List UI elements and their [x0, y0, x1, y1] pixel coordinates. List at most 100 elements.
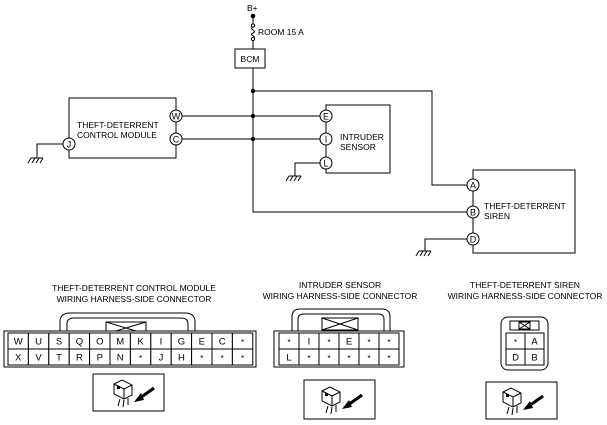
svg-text:D: D [512, 353, 519, 364]
svg-text:*: * [387, 354, 390, 363]
svg-text:*: * [514, 338, 517, 347]
pin-cell-u: U [27, 332, 50, 350]
pin-cell-v: V [27, 348, 50, 366]
connector-view-icon [113, 379, 155, 408]
pin-cell-j: J [150, 348, 172, 366]
pin-cell-r: R [68, 348, 91, 366]
svg-text:B: B [470, 207, 476, 217]
svg-text:E: E [199, 337, 205, 348]
svg-text:P: P [97, 353, 103, 364]
svg-text:D: D [470, 234, 477, 244]
pin-cell-e: E [338, 332, 360, 350]
svg-text:*: * [221, 354, 224, 363]
empty-pin-cell: * [318, 348, 340, 366]
control-module-label: THEFT-DETERRENT [77, 120, 159, 130]
pin-cell-p: P [89, 348, 111, 366]
bcm-label: BCM [241, 54, 260, 64]
connector-title: WIRING HARNESS-SIDE CONNECTOR [57, 294, 212, 304]
connector-view-icon [321, 386, 363, 415]
svg-text:J: J [159, 353, 164, 364]
siren-label: THEFT-DETERRENT [484, 201, 566, 211]
sensor-pin-e: E [319, 109, 333, 123]
pin-cell-t: T [48, 348, 70, 366]
intruder-sensor-label: INTRUDER [340, 132, 384, 142]
pin-cell-k: K [129, 332, 152, 350]
intruder-sensor-label: SENSOR [340, 142, 376, 152]
svg-text:*: * [327, 354, 330, 363]
connector-title: WIRING HARNESS-SIDE CONNECTOR [448, 291, 603, 301]
svg-text:B: B [531, 353, 537, 364]
siren-connector: THEFT-DETERRENT SIREN WIRING HARNESS-SID… [448, 280, 603, 420]
svg-text:H: H [178, 353, 185, 364]
svg-text:*: * [139, 354, 142, 363]
schematic: B+ ROOM 15 A BCM THEFT-DETERRENT CONTROL… [27, 3, 576, 257]
svg-text:R: R [76, 353, 83, 364]
bcm-box [234, 48, 266, 69]
empty-pin-cell: * [298, 348, 320, 366]
svg-text:*: * [241, 338, 244, 347]
pin-cell-e: E [191, 332, 213, 350]
svg-text:N: N [117, 353, 124, 364]
empty-pin-cell: * [358, 332, 380, 350]
empty-pin-cell: * [211, 348, 233, 366]
connector-title: INTRUDER SENSOR [299, 280, 381, 290]
svg-text:W: W [172, 111, 181, 121]
empty-pin-cell: * [278, 332, 300, 350]
svg-text:J: J [67, 139, 72, 149]
svg-text:T: T [56, 353, 62, 364]
svg-text:M: M [116, 337, 124, 348]
pin-cell-l: L [278, 348, 300, 366]
pin-cell-s: S [48, 332, 70, 350]
module-pin-w: W [169, 109, 183, 123]
fuse-symbol [250, 23, 256, 42]
connector-title: WIRING HARNESS-SIDE CONNECTOR [263, 291, 418, 301]
pin-cell-h: H [170, 348, 193, 366]
empty-pin-cell: * [231, 332, 254, 350]
svg-text:A: A [470, 180, 476, 190]
ground-symbol [415, 238, 467, 257]
control-module-label: CONTROL MODULE [77, 130, 157, 140]
supply-label: B+ [247, 3, 258, 13]
pin-cell-w: W [7, 332, 29, 350]
empty-pin-cell: * [231, 348, 254, 366]
module-pin-j: J [62, 137, 76, 151]
svg-text:*: * [327, 338, 330, 347]
sensor-pin-l: L [319, 156, 333, 170]
empty-pin-cell: * [338, 348, 360, 366]
svg-text:*: * [241, 354, 244, 363]
svg-text:*: * [367, 338, 370, 347]
svg-text:K: K [137, 337, 144, 348]
pin-cell-i: I [298, 332, 320, 350]
svg-text:O: O [96, 337, 103, 348]
ground-symbol [285, 162, 320, 182]
pin-cell-a: A [524, 332, 545, 350]
svg-text:I: I [308, 337, 311, 348]
svg-text:V: V [35, 353, 42, 364]
pin-cell-q: Q [68, 332, 91, 350]
svg-text:W: W [14, 337, 23, 348]
svg-text:U: U [35, 337, 42, 348]
empty-pin-cell: * [318, 332, 340, 350]
empty-pin-cell: * [505, 332, 526, 350]
connector-title: THEFT-DETERRENT SIREN [470, 280, 580, 290]
pin-cell-d: D [505, 348, 526, 366]
sensor-pin-i: I [319, 132, 333, 146]
svg-text:G: G [178, 337, 185, 348]
control-module-box [68, 97, 177, 159]
svg-text:C: C [219, 337, 226, 348]
pin-cell-x: X [7, 348, 29, 366]
svg-text:X: X [15, 353, 22, 364]
svg-text:*: * [367, 354, 370, 363]
siren-box [472, 169, 576, 254]
ground-symbol [27, 143, 63, 164]
empty-pin-cell: * [191, 348, 213, 366]
svg-text:I: I [325, 134, 328, 144]
siren-label: SIREN [484, 211, 510, 221]
svg-text:S: S [56, 337, 62, 348]
module-pin-c: C [169, 132, 183, 146]
empty-pin-cell: * [129, 348, 152, 366]
siren-pin-b: B [466, 205, 480, 219]
pin-cell-c: C [211, 332, 233, 350]
pin-cell-n: N [109, 348, 131, 366]
pin-cell-g: G [170, 332, 193, 350]
